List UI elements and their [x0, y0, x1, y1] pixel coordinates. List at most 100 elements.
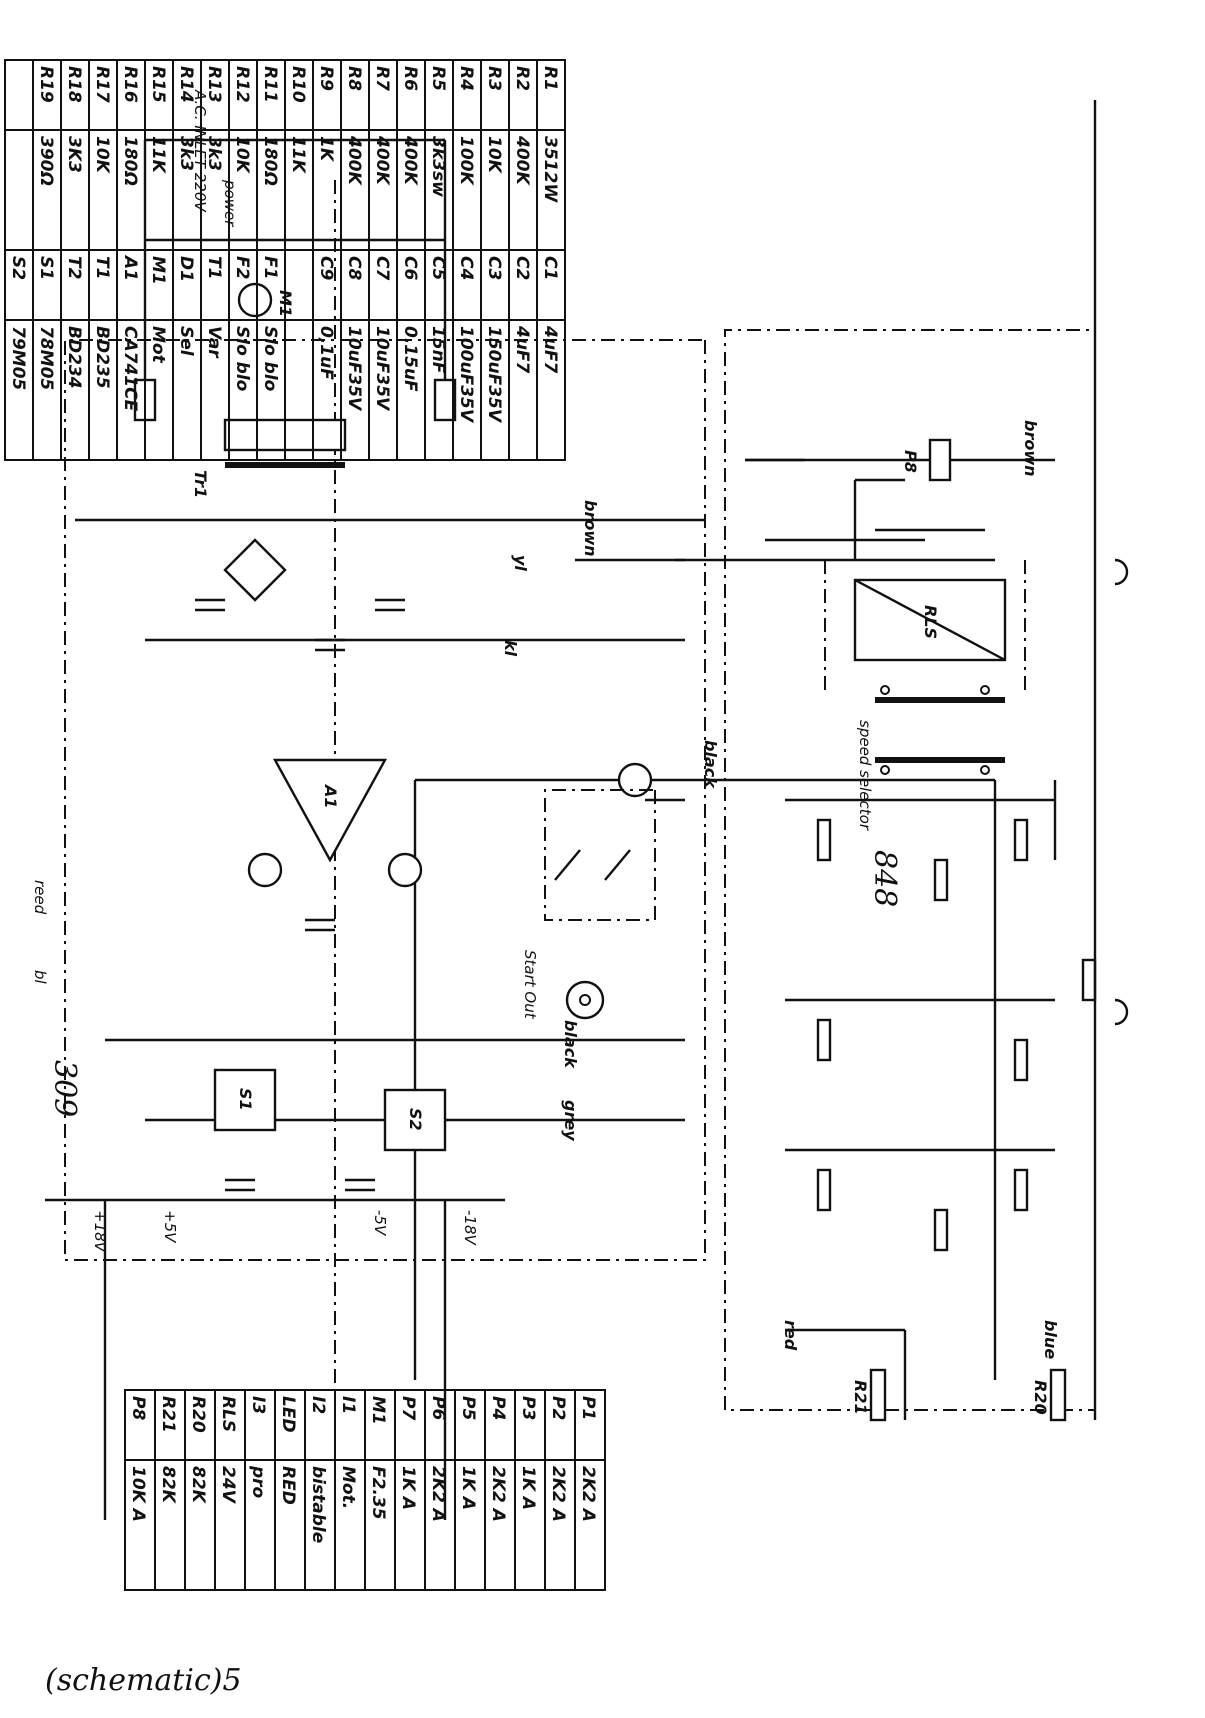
minus18-label: -18V	[461, 1210, 479, 1246]
table-cell: 400K	[512, 135, 532, 186]
table-cell: M1	[368, 1396, 388, 1425]
r21-label: R21	[851, 1380, 870, 1415]
table-cell: 10uF35V	[372, 326, 392, 412]
table-cell: 100uF35V	[456, 326, 476, 424]
table-cell: 78M05	[36, 326, 56, 390]
rls-label: RLS	[921, 605, 940, 639]
reed-label: reed	[31, 880, 49, 915]
table-cell: R11	[260, 66, 280, 103]
table-cell: D1	[176, 256, 196, 282]
table-cell: CA741CE	[120, 326, 140, 412]
r21-resistor	[869, 1368, 887, 1422]
r17-resistor	[1013, 1168, 1029, 1212]
table-cell: 2K2 A	[428, 1466, 448, 1522]
table-cell: R2	[512, 66, 532, 91]
table-cell: P6	[428, 1396, 448, 1420]
table-cell: R9	[316, 66, 336, 91]
plus5-label: +5V	[161, 1210, 179, 1244]
speed-selector-label: speed selector	[856, 720, 874, 831]
table-cell: 4uF7	[512, 325, 532, 374]
table-cell: R7	[372, 66, 392, 91]
table-cell: 3k3	[204, 136, 224, 171]
wire-label-blue: blue	[1041, 1320, 1060, 1359]
table-cell: 3k3sw	[428, 136, 448, 197]
board-309-boundary	[64, 339, 706, 1261]
ac-inlet-label: A.C. INLET 220V	[191, 89, 209, 213]
r14-resistor	[1013, 1038, 1029, 1082]
r11-resistor	[933, 858, 949, 902]
table-cell: C8	[344, 256, 364, 280]
s1-label: S1	[236, 1088, 255, 1111]
table-cell: 11K	[288, 136, 308, 175]
table-cell: T2	[64, 256, 84, 279]
m1-label: M1	[276, 290, 295, 317]
table-cell: F1	[260, 256, 280, 279]
table-cell: Slo blo	[260, 326, 280, 392]
r16-resistor	[933, 1208, 949, 1252]
board-848-label: 848	[867, 850, 902, 907]
table-cell: Sel	[176, 326, 196, 357]
table-cell: 15nF	[428, 326, 448, 374]
table-cell: I3	[248, 1396, 268, 1414]
table-cell: P1	[578, 1396, 598, 1420]
p8-label: P8	[901, 450, 920, 473]
motor-m1	[237, 282, 273, 318]
table-cell: P7	[398, 1396, 418, 1420]
table-cell: C4	[456, 256, 476, 280]
regulator-s1	[213, 1068, 277, 1132]
table-cell: 4uF7	[540, 325, 560, 374]
a1-label: A1	[321, 783, 340, 809]
table-cell: Mot.	[338, 1466, 358, 1509]
table-cell: C9	[316, 256, 336, 280]
table-cell: 180Ω	[120, 136, 140, 186]
table-cell: S2	[8, 256, 28, 280]
table-cell: 1K A	[458, 1466, 478, 1510]
plus18-label: +18V	[91, 1210, 109, 1254]
table-cell: R3	[484, 66, 504, 91]
table-cell: P4	[488, 1396, 508, 1420]
s2-label: S2	[406, 1108, 425, 1131]
table-cell: C2	[512, 256, 532, 280]
wire-label-yl: yl	[511, 555, 530, 571]
wire-label-black-led: black	[701, 740, 720, 789]
table-cell: 82K	[158, 1466, 178, 1505]
table-cell: R18	[64, 66, 84, 103]
table-cell: R5	[428, 66, 448, 91]
wire-label-grey: grey	[561, 1100, 580, 1141]
table-cell: RLS	[218, 1396, 238, 1432]
table-cell: R15	[148, 66, 168, 103]
table-cell: C6	[400, 256, 420, 280]
led	[617, 762, 653, 798]
bl-label: bl	[31, 970, 49, 985]
r10-resistor	[816, 818, 832, 862]
table-cell: T1	[204, 256, 224, 279]
table-cell: 400K	[400, 135, 420, 186]
table-cell: 10K A	[128, 1466, 148, 1522]
table-cell: 79M05	[8, 326, 28, 390]
table-cell: 24V	[218, 1466, 238, 1505]
table-cell: P2	[548, 1396, 568, 1420]
board-309-label: 309	[47, 1060, 82, 1117]
table-cell: 10K	[232, 136, 252, 175]
table-cell: R17	[92, 66, 112, 103]
table-cell: M1	[148, 256, 168, 285]
r18-resistor	[1081, 958, 1097, 1002]
table-cell: RED	[278, 1466, 298, 1505]
table-cell: 390Ω	[36, 136, 56, 186]
table-cell: 82K	[188, 1466, 208, 1505]
table-cell: R12	[232, 66, 252, 103]
table-cell: R19	[36, 66, 56, 103]
table-cell: 3k3	[176, 136, 196, 171]
table-cell: T1	[92, 256, 112, 279]
table-cell: 400K	[372, 135, 392, 186]
table-cell: 10uF35V	[344, 326, 364, 412]
table-cell: BD235	[92, 326, 112, 389]
table-cell: I2	[308, 1396, 328, 1414]
table-cell: R14	[176, 66, 196, 103]
table-cell: 0.15uF	[400, 326, 420, 392]
r20-label: R20	[1031, 1380, 1050, 1415]
table-cell: F2.35	[368, 1466, 388, 1520]
r20-resistor	[1049, 1368, 1067, 1422]
